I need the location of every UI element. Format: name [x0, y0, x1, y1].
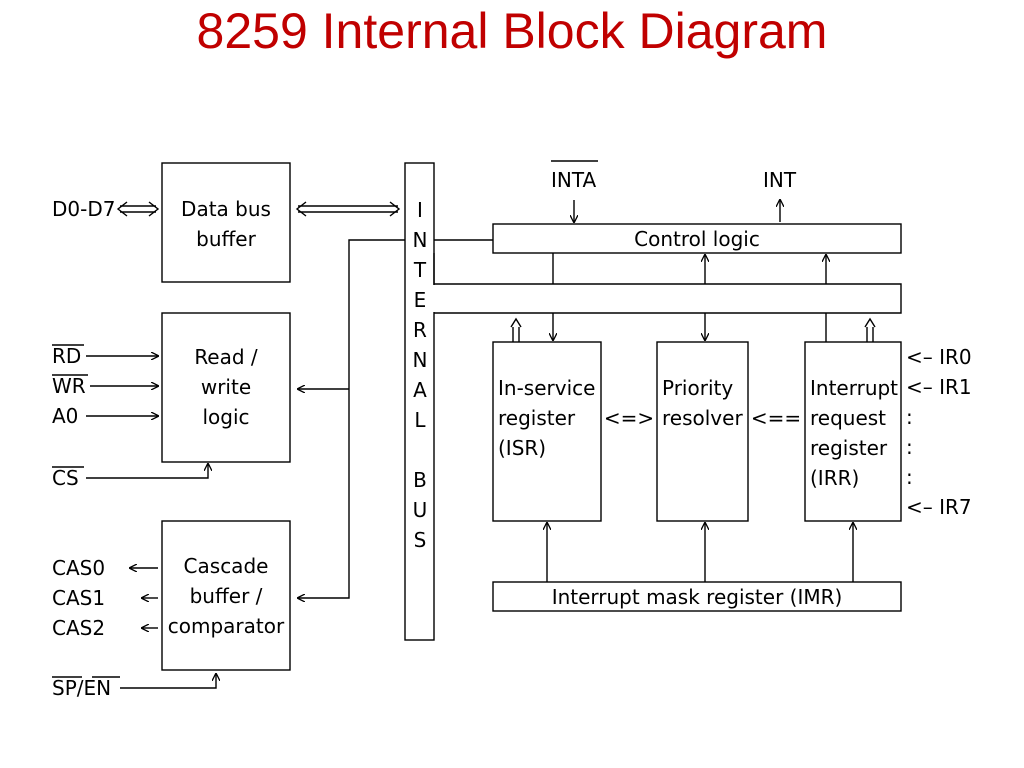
priority-resolver-label: resolver: [662, 406, 743, 430]
bus-to-cascade-line: [298, 239, 405, 598]
data-bus-buffer-label: Data bus: [181, 197, 271, 221]
control-logic-label: Control logic: [634, 227, 760, 251]
priority-resolver-block: [656, 341, 749, 522]
imr-block: [492, 581, 902, 612]
a0-label: A0: [52, 404, 78, 428]
isr-double-arrow: [510, 317, 522, 342]
internal-bus-label: I N T E R N A L B U S: [413, 198, 428, 552]
rd-label: RD: [52, 344, 81, 368]
cascade-buffer-label: Cascade: [184, 554, 269, 578]
cascade-buffer-block: [161, 520, 291, 671]
irr-label: register: [810, 436, 888, 460]
internal-bus-letter: L: [414, 408, 426, 432]
d0-d7-double-arrow: [116, 201, 160, 217]
wr-label: WR: [52, 374, 86, 398]
irr-block: [804, 341, 902, 522]
cascade-buffer-label: comparator: [168, 614, 285, 638]
int-label: INT: [763, 168, 797, 192]
slide-title: 8259 Internal Block Diagram: [196, 3, 828, 59]
data-bus-double-arrow: [295, 201, 401, 217]
priority-resolver-label: Priority: [662, 376, 733, 400]
cs-arrow: [86, 464, 208, 479]
internal-bus-block: [404, 162, 435, 641]
data-bus-buffer-block: [161, 162, 291, 283]
irr-label: request: [810, 406, 886, 430]
d0-d7-label: D0-D7: [52, 197, 115, 221]
read-write-logic-label: logic: [202, 405, 249, 429]
data-bus-buffer-label: buffer: [196, 227, 256, 251]
isr-block: [492, 341, 602, 522]
cas0-label: CAS0: [52, 556, 105, 580]
isr-label: register: [498, 406, 576, 430]
cas1-label: CAS1: [52, 586, 105, 610]
inta-label: INTA: [551, 168, 597, 192]
internal-bus-letter: T: [413, 258, 427, 282]
read-write-logic-block: [161, 312, 291, 463]
isr-resolver-connector: <=>: [604, 406, 654, 430]
ir-label: :: [906, 465, 913, 489]
internal-bus-letter: R: [413, 318, 427, 342]
internal-bus-letter: S: [414, 528, 427, 552]
isr-label: In-service: [498, 376, 595, 400]
cs-label: CS: [52, 466, 79, 490]
sp-en-arrow: [120, 674, 216, 689]
ir-label: <– IR1: [906, 375, 972, 399]
irr-label: (IRR): [810, 466, 859, 490]
sp-en-label: SP/EN: [52, 676, 111, 700]
internal-bus-letter: A: [413, 378, 427, 402]
internal-bus-branch: [433, 253, 902, 314]
cascade-buffer-label: buffer /: [190, 584, 263, 608]
irr-label: Interrupt: [810, 376, 898, 400]
internal-bus-letter: N: [413, 228, 428, 252]
irr-double-arrow: [864, 317, 876, 342]
irr-resolver-connector: <==: [751, 406, 801, 430]
isr-label: (ISR): [498, 436, 546, 460]
read-write-logic-label: Read /: [194, 345, 258, 369]
ir-label: <– IR7: [906, 495, 972, 519]
cas2-label: CAS2: [52, 616, 105, 640]
control-logic-block: [492, 223, 902, 254]
ir-label: <– IR0: [906, 345, 972, 369]
ir-label: :: [906, 435, 913, 459]
internal-bus-branch-fill: [433, 285, 900, 312]
imr-label: Interrupt mask register (IMR): [552, 585, 843, 609]
internal-bus-letter: I: [417, 198, 423, 222]
internal-bus-letter: E: [414, 288, 427, 312]
internal-bus-letter: N: [413, 348, 428, 372]
internal-bus-letter: B: [413, 468, 427, 492]
internal-bus-letter: U: [413, 498, 428, 522]
read-write-logic-label: write: [201, 375, 251, 399]
ir-label: :: [906, 405, 913, 429]
